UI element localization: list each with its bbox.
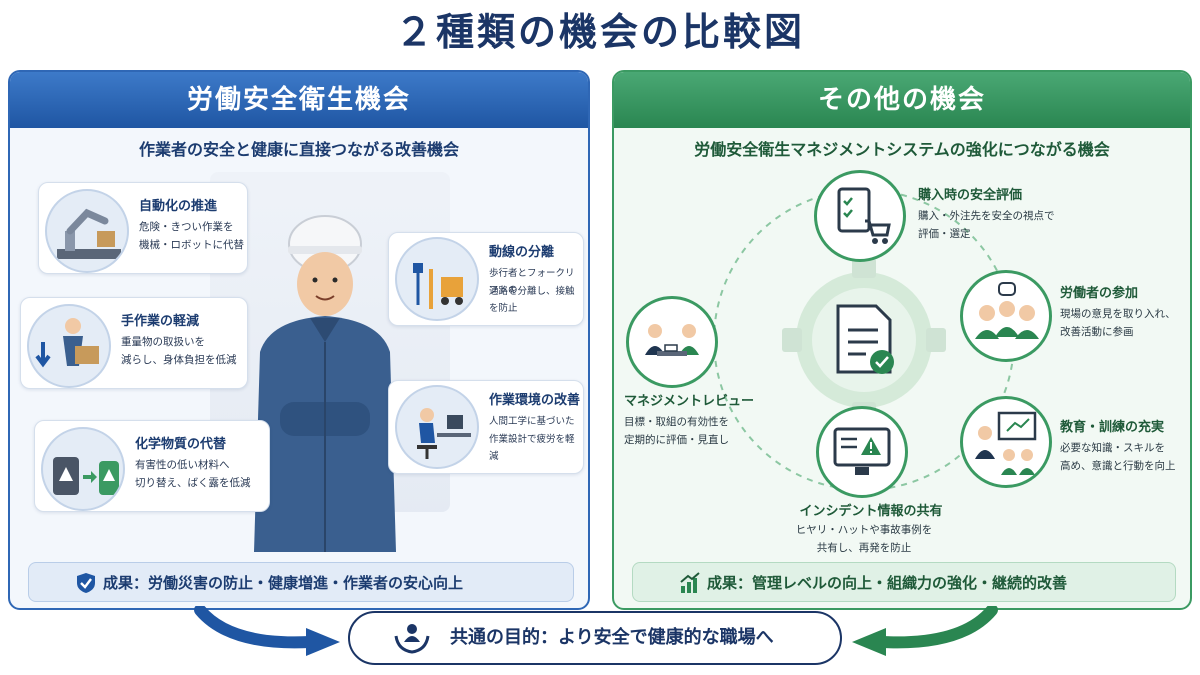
osh-opportunities-panel: 労働安全衛生機会 作業者の安全と健康に直接つながる改善機会 自動化の推進 危険・… [8,70,590,610]
ergonomic-desk-icon [395,385,479,469]
card-desc-line2: 通路を分離し、接触を防止 [489,286,575,314]
hands-people-icon [394,624,430,654]
robot-arm-icon [45,189,129,273]
card-desc-line1: 歩行者とフォークリフトの [489,268,575,296]
growth-chart-icon [680,572,700,593]
left-result-bar: 成果：労働災害の防止・健康増進・作業者の安心向上 [28,562,574,602]
node-title: 購入時の安全評価 [918,188,1023,203]
card-title: 手作業の軽減 [121,314,200,329]
center-gear-icon [782,258,946,422]
worker-illustration [254,215,396,552]
card-desc-line2: 減らし、身体負担を低減 [121,354,237,366]
node-desc-line2: 改善活動に参画 [1060,326,1134,338]
card-desc-line2: 機械・ロボットに代替 [139,239,244,251]
card-desc-line1: 重量物の取扱いを [121,336,205,348]
right-panel-header: その他の機会 [614,72,1190,128]
card-title: 動線の分離 [489,245,555,260]
card-title: 化学物質の代替 [135,437,227,452]
card-title: 作業環境の改善 [489,393,581,408]
warning-monitor-icon [816,406,908,498]
node-title: 教育・訓練の充実 [1060,420,1165,435]
chemical-container-icon [41,427,125,511]
card-chemical-substitution: 化学物質の代替 有害性の低い材料へ 切り替え、ばく露を低減 [34,420,270,512]
card-desc-line2: 切り替え、ばく露を低減 [135,477,251,489]
other-opportunities-panel: その他の機会 労働安全衛生マネジメントシステムの強化につながる機会 [612,70,1192,610]
node-title: 労働者の参加 [1060,286,1139,301]
card-manual-handling: 手作業の軽減 重量物の取扱いを 減らし、身体負担を低減 [20,297,248,389]
common-goal-text: 共通の目的：より安全で健康的な職場へ [450,627,774,648]
right-result-bar: 成果：管理レベルの向上・組織力の強化・継続的改善 [632,562,1176,602]
card-automation: 自動化の推進 危険・きつい作業を 機械・ロボットに代替 [38,182,248,274]
checklist-cart-icon [814,170,906,262]
node-desc-line2: 高め、意識と行動を向上 [1060,460,1176,472]
training-icon [960,396,1052,488]
card-title: 自動化の推進 [139,199,218,214]
page-title: ２種類の機会の比較図 [394,10,805,54]
node-desc-line1: 目標・取組の有効性を [624,416,729,428]
lifting-worker-icon [27,304,111,388]
right-curved-arrow [852,606,998,656]
common-goal-banner: 共通の目的：より安全で健康的な職場へ [348,611,842,665]
shield-check-icon [77,573,95,593]
right-panel-subtitle: 労働安全衛生マネジメントシステムの強化につながる機会 [694,140,1110,159]
node-desc-line1: 現場の意見を取り入れ、 [1060,308,1176,320]
node-desc-line2: 共有し、再発を防止 [816,542,912,554]
right-result-text: 成果：管理レベルの向上・組織力の強化・継続的改善 [707,574,1068,592]
forklift-icon [395,237,479,321]
left-panel-header: 労働安全衛生機会 [10,72,588,128]
left-curved-arrow [194,606,340,656]
card-work-environment: 作業環境の改善 人間工学に基づいた 作業設計で疲労を軽減 [388,380,584,474]
card-traffic-separation: 動線の分離 歩行者とフォークリフトの 通路を分離し、接触を防止 [388,232,584,326]
node-desc-line1: ヒヤリ・ハットや事故事例を [795,524,933,536]
node-desc-line2: 定期的に評価・見直し [624,434,729,446]
node-desc-line2: 評価・選定 [918,228,971,240]
node-desc-line1: 必要な知識・スキルを [1060,442,1165,454]
card-desc-line1: 有害性の低い材料へ [135,459,230,471]
node-title: インシデント情報の共有 [799,504,943,519]
card-desc-line2: 作業設計で疲労を軽減 [489,434,575,462]
workers-group-icon [960,270,1052,362]
left-result-text: 成果：労働災害の防止・健康増進・作業者の安心向上 [103,574,464,592]
card-desc-line1: 人間工学に基づいた [489,416,575,427]
node-desc-line1: 購入・外注先を安全の視点で [918,210,1055,222]
left-panel-subtitle: 作業者の安全と健康に直接つながる改善機会 [138,140,459,159]
node-title: マネジメントレビュー [624,394,755,409]
card-desc-line1: 危険・きつい作業を [139,221,234,233]
meeting-icon [626,296,718,388]
